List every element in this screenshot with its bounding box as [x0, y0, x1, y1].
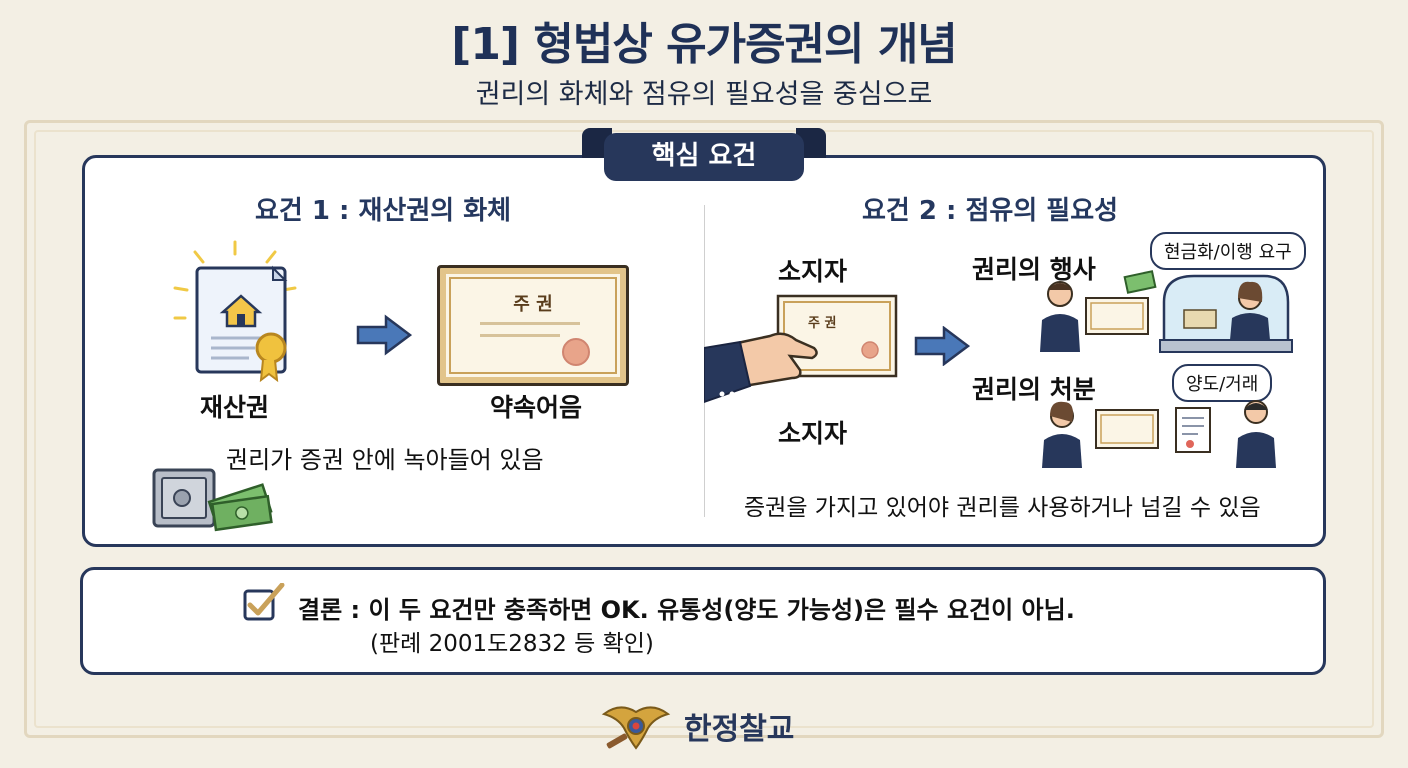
page-subtitle: 권리의 화체와 점유의 필요성을 중심으로 [475, 79, 933, 110]
certificate-line [480, 334, 560, 337]
arrow-right-icon [914, 326, 970, 366]
arrow-right-icon [356, 314, 412, 356]
requirement-2-caption: 증권을 가지고 있어야 권리를 사용하거나 넘길 수 있음 [744, 495, 1261, 521]
exercise-right-scene-icon [1040, 270, 1293, 353]
conclusion-text: 결론 : 이 두 요건만 충족하면 OK. 유통성(양도 가능성)은 필수 요건… [298, 596, 1075, 624]
hand-holding-certificate-icon [704, 294, 898, 404]
property-right-label: 재산권 [200, 393, 270, 422]
certificate-title: 주 권 [513, 294, 553, 315]
right-exercise-label: 권리의 행사 [972, 255, 1096, 284]
inner-frame [34, 130, 1374, 728]
police-emblem-logo [601, 706, 671, 750]
holder-label-bottom: 소지자 [778, 419, 848, 448]
footer-brand: 한정찰교 [684, 712, 795, 747]
conclusion-panel [80, 567, 1326, 675]
promissory-note-certificate: 주 권 [437, 265, 629, 386]
precedent-reference: (판례 2001도2832 등 확인) [370, 631, 654, 657]
outer-frame [24, 120, 1384, 738]
safe-and-cash-icon [152, 468, 273, 532]
certificate-line [480, 322, 580, 325]
requirement-1-title: 요건 1 : 재산권의 화체 [255, 196, 512, 226]
holder-label-top: 소지자 [778, 257, 848, 286]
dispose-right-scene-icon [1042, 400, 1276, 468]
page-title: [1] 형법상 유가증권의 개념 [451, 19, 958, 70]
requirement-1-caption: 권리가 증권 안에 녹아들어 있음 [226, 446, 544, 474]
promissory-note-label: 약속어음 [490, 393, 583, 422]
requirement-2-title: 요건 2 : 점유의 필요성 [862, 196, 1119, 226]
cash-demand-speech-bubble: 현금화/이행 요구 [1150, 232, 1306, 270]
held-certificate-title: 주 권 [808, 316, 837, 331]
right-disposal-label: 권리의 처분 [972, 375, 1096, 404]
property-document-icon [173, 240, 297, 383]
core-requirements-tab: 핵심 요건 [604, 133, 804, 181]
checkbox-icon [243, 583, 285, 621]
seal-icon [562, 338, 590, 366]
transfer-speech-bubble: 양도/거래 [1172, 364, 1273, 402]
